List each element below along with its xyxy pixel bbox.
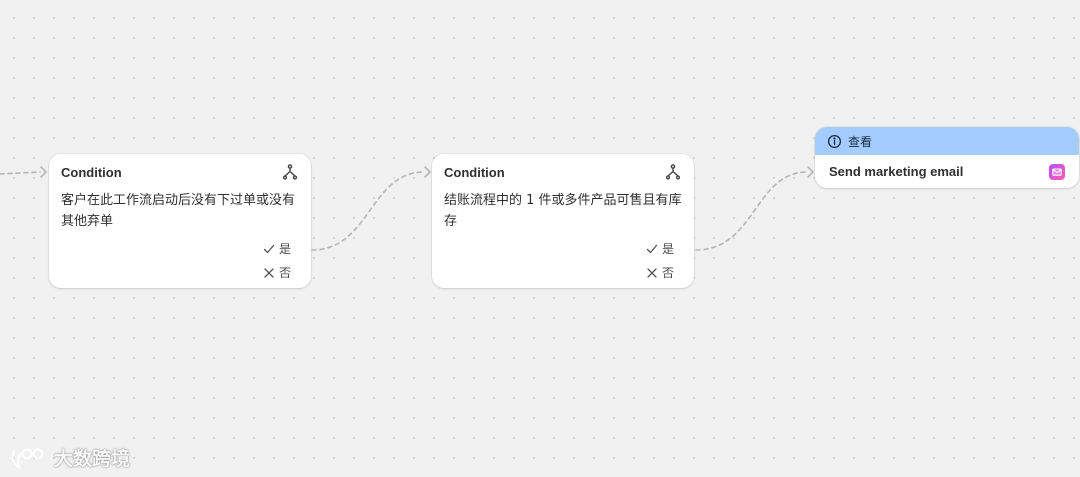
info-icon bbox=[827, 134, 842, 148]
outcome-label: 是 bbox=[661, 242, 674, 256]
check-icon bbox=[263, 244, 275, 253]
watermark: 大数跨境 bbox=[10, 444, 130, 471]
outcome-no[interactable]: 否 bbox=[646, 264, 674, 281]
connector-incoming bbox=[0, 171, 41, 175]
action-status-label: 查看 bbox=[848, 134, 873, 149]
mail-icon bbox=[1049, 163, 1065, 180]
watermark-text: 大数跨境 bbox=[54, 448, 131, 470]
condition-title: Condition bbox=[444, 164, 505, 180]
condition-node-2[interactable]: Condition 结账流程中的 1 件或多件产品可售且有库存 是 否 bbox=[432, 154, 694, 288]
outcome-label: 否 bbox=[661, 266, 674, 280]
connector-cond1-to-cond2 bbox=[311, 171, 425, 251]
outcome-yes[interactable]: 是 bbox=[646, 240, 674, 257]
close-icon bbox=[647, 267, 657, 278]
arrowhead-action bbox=[807, 166, 814, 178]
condition-text: 结账流程中的 1 件或多件产品可售且有库存 bbox=[444, 193, 682, 229]
outcome-label: 否 bbox=[278, 266, 291, 280]
branch-icon bbox=[282, 164, 298, 180]
outcome-no[interactable]: 否 bbox=[263, 264, 291, 281]
outcome-yes[interactable]: 是 bbox=[263, 240, 291, 257]
arrowhead-cond1 bbox=[40, 166, 47, 178]
action-status-bar[interactable]: 查看 bbox=[815, 127, 1079, 155]
condition-text: 客户在此工作流启动后没有下过单或没有其他弃单 bbox=[61, 193, 296, 229]
wechat-logo-icon bbox=[11, 448, 44, 469]
action-title: Send marketing email bbox=[829, 164, 964, 179]
close-icon bbox=[264, 267, 274, 278]
check-icon bbox=[646, 244, 658, 253]
arrowhead-cond2 bbox=[424, 166, 431, 178]
condition-node-1[interactable]: Condition 客户在此工作流启动后没有下过单或没有其他弃单 是 否 bbox=[49, 154, 311, 288]
outcome-label: 是 bbox=[278, 242, 291, 256]
connector-cond2-to-action bbox=[695, 171, 808, 251]
action-node-send-email[interactable]: 查看 Send marketing email bbox=[815, 127, 1079, 188]
condition-title: Condition bbox=[61, 164, 122, 180]
branch-icon bbox=[665, 164, 681, 180]
